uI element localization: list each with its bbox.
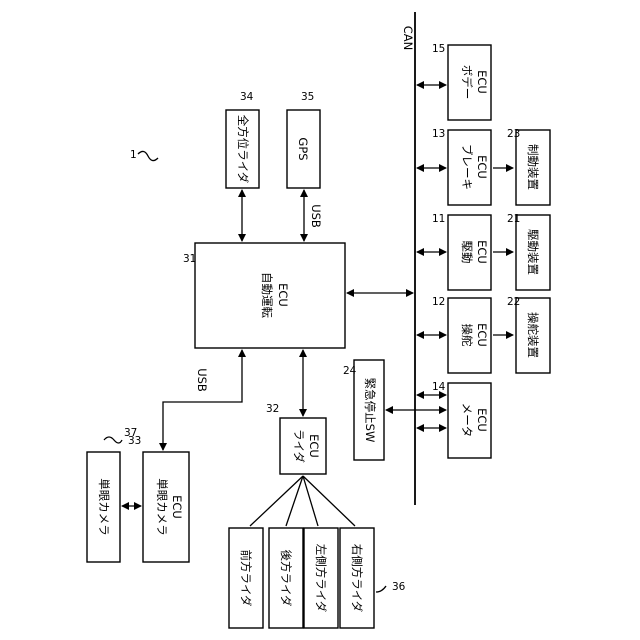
drive-ecu-ref: 11 xyxy=(432,213,445,225)
gps-label: GPS xyxy=(296,137,310,160)
steering-ecu-ref: 12 xyxy=(432,296,445,308)
drive-ecu-label-2: ECU xyxy=(475,240,489,264)
system-ref-leader xyxy=(138,151,158,160)
steering-device-ref: 22 xyxy=(507,296,520,308)
mono-camera-ref: 37 xyxy=(124,427,137,439)
steering-ecu-label-2: ECU xyxy=(475,323,489,347)
autonomous-ecu-ref: 31 xyxy=(183,253,196,265)
meter-ecu-ref: 14 xyxy=(432,381,446,393)
meter-ecu-label-1: メータ xyxy=(460,403,474,438)
can-label: CAN xyxy=(401,26,415,51)
brake-ecu-ref: 13 xyxy=(432,128,445,140)
mono-camera-usb-label: USB xyxy=(195,368,209,392)
steering-ecu-label-1: 操舵 xyxy=(460,324,474,347)
emergency-stop-sw-label: 緊急停止SW xyxy=(363,378,377,443)
lidar-ecu-ref: 32 xyxy=(266,403,279,415)
mono-camera-ecu-connector xyxy=(163,350,242,450)
brake-device-label: 制動装置 xyxy=(526,144,540,190)
front-lidar-label: 前方ライダ xyxy=(239,549,253,607)
mono-camera-label: 単眼カメラ xyxy=(97,478,111,536)
drive-device-ref: 21 xyxy=(507,213,520,225)
body-ecu-ref: 15 xyxy=(432,43,445,55)
gps-ref: 35 xyxy=(301,91,314,103)
body-ecu-label-1: ボデー xyxy=(460,65,474,100)
omni-lidar-label: 全方位ライダ xyxy=(236,115,250,184)
omni-lidar-ref: 34 xyxy=(240,91,254,103)
autonomous-ecu-label-1: 自動運転 xyxy=(260,272,274,318)
drive-ecu-label-1: 駆動 xyxy=(460,241,474,264)
lidar-ecu-label-2: ECU xyxy=(307,434,321,458)
emergency-stop-sw-ref: 24 xyxy=(343,365,357,377)
lidars-ref-leader xyxy=(376,586,386,592)
system-ref-number: 1 xyxy=(130,149,137,161)
brake-device-ref: 23 xyxy=(507,128,520,140)
mono-camera-ref-leader xyxy=(104,437,122,443)
gps-usb-label: USB xyxy=(309,204,323,228)
autonomous-ecu-label-2: ECU xyxy=(276,283,290,307)
mono-camera-ecu-label-2: ECU xyxy=(170,495,184,519)
meter-ecu-label-2: ECU xyxy=(475,408,489,432)
body-ecu-label-2: ECU xyxy=(475,70,489,94)
steering-device-label: 操舵装置 xyxy=(526,312,540,358)
brake-ecu-label-2: ECU xyxy=(475,155,489,179)
rear-lidar-label: 後方ライダ xyxy=(279,549,293,607)
lidars-ref: 36 xyxy=(392,581,406,593)
left-lidar-label: 左側方ライダ xyxy=(314,544,328,613)
lidar-ecu-label-1: ライダ xyxy=(292,429,306,464)
drive-device-label: 駆動装置 xyxy=(526,229,540,275)
mono-camera-ecu-label-1: 単眼カメラ xyxy=(155,478,169,536)
right-lidar-label: 右側方ライダ xyxy=(350,544,364,613)
brake-ecu-label-1: ブレーキ xyxy=(460,144,474,190)
